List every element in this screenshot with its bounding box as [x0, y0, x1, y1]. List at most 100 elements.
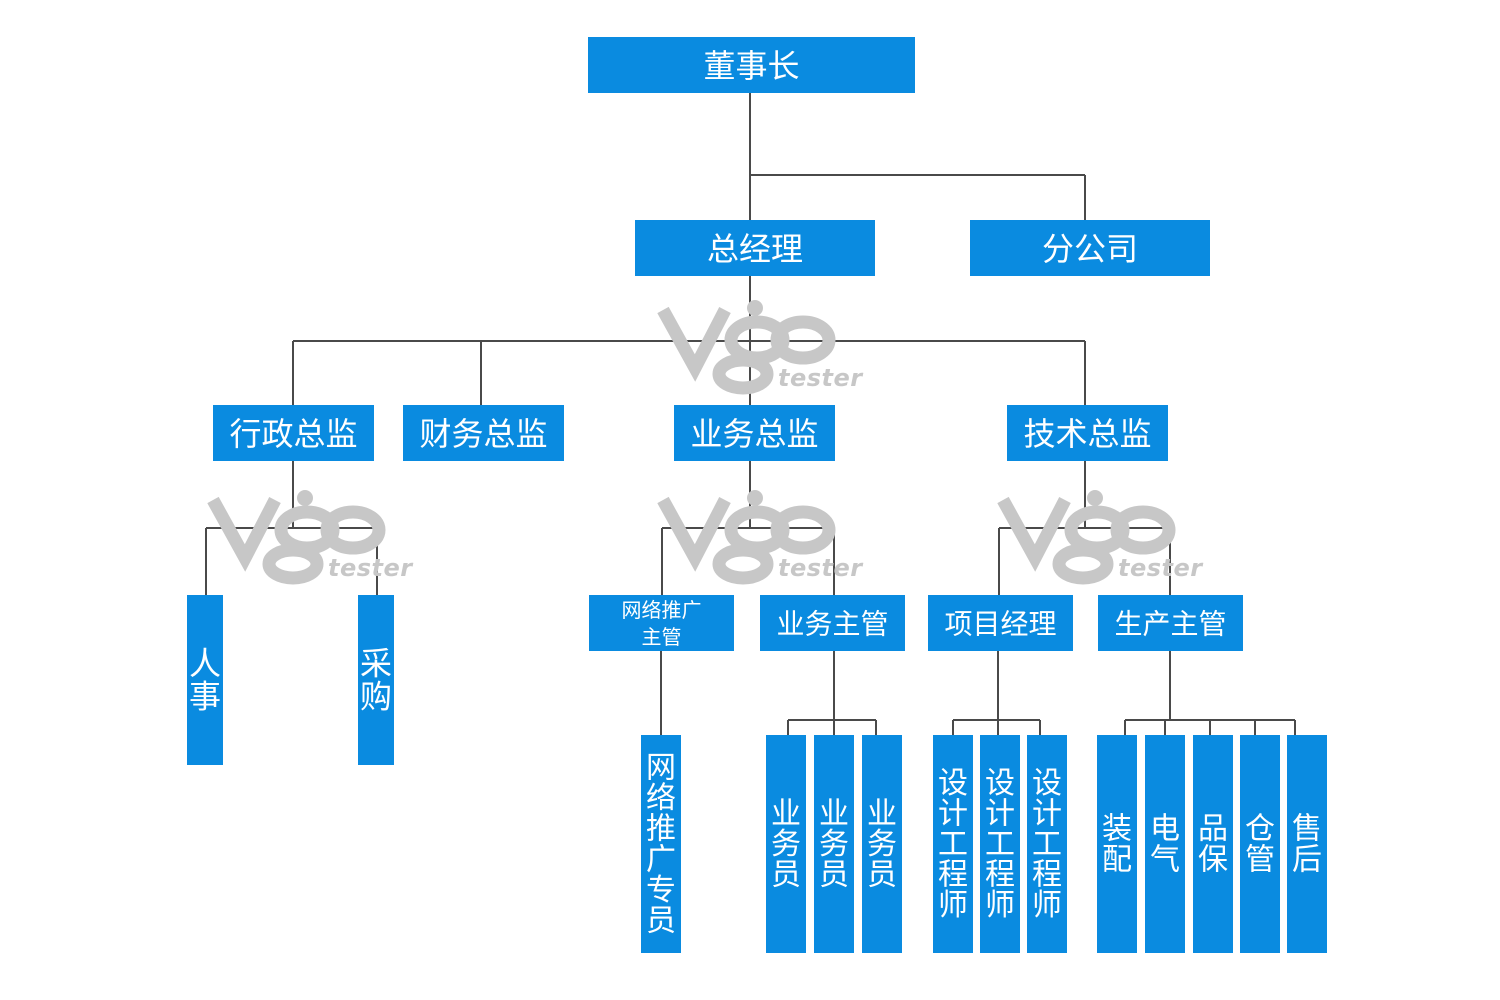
node-tech-director-label: 技术总监 — [1023, 415, 1151, 453]
node-after-sales-box — [1287, 735, 1327, 953]
node-salesperson-1-label: 业务员 — [771, 796, 801, 892]
node-design-engineer-2-label: 设计工程师 — [985, 765, 1015, 922]
node-chairman: 董事长 — [588, 37, 915, 93]
watermark-o-lower — [262, 543, 324, 585]
node-warehouse: 仓管 — [1240, 735, 1280, 953]
node-salesperson-3-box — [862, 735, 902, 953]
node-tech-director: 技术总监 — [1007, 405, 1168, 461]
node-electrical: 电气 — [1145, 735, 1185, 953]
node-admin-director-label: 行政总监 — [229, 415, 357, 453]
watermark-o-right — [770, 505, 836, 555]
node-quality-box — [1193, 735, 1233, 953]
watermark-o-right — [770, 315, 836, 365]
watermarks: tester tester tester tester — [207, 300, 1204, 585]
node-hr-box — [187, 595, 223, 765]
node-design-engineer-3-label: 设计工程师 — [1032, 765, 1062, 922]
node-after-sales-label: 售后 — [1292, 811, 1322, 877]
node-business-manager: 业务主管 — [760, 595, 905, 651]
watermark-v-shape — [997, 496, 1071, 572]
watermark-o-lower — [712, 353, 774, 395]
node-project-manager-label: 项目经理 — [944, 608, 1056, 641]
node-branch-label: 分公司 — [1042, 230, 1138, 268]
node-after-sales: 售后 — [1287, 735, 1327, 953]
node-business-director-label: 业务总监 — [690, 415, 818, 453]
node-business-director-box — [674, 405, 835, 461]
watermark-v-shape — [657, 306, 731, 382]
node-general-manager-box — [635, 220, 875, 276]
node-production-manager: 生产主管 — [1098, 595, 1243, 651]
watermark-text: tester — [1118, 554, 1204, 582]
watermark-logo: tester — [657, 300, 864, 395]
node-design-engineer-2: 设计工程师 — [980, 735, 1020, 953]
watermark-logo: tester — [207, 490, 414, 585]
node-project-manager: 项目经理 — [928, 595, 1073, 651]
node-hr: 人事 — [187, 595, 223, 765]
node-chairman-label: 董事长 — [703, 47, 799, 85]
node-assembly-label: 装配 — [1102, 811, 1132, 877]
node-network-promo-manager-label: 网络推广主管 — [622, 598, 702, 649]
node-chairman-box — [588, 37, 915, 93]
watermark-dot — [747, 300, 763, 316]
node-salesperson-3-label: 业务员 — [867, 796, 897, 892]
watermark-logo: tester — [997, 490, 1204, 585]
node-salesperson-2-label: 业务员 — [819, 796, 849, 892]
node-business-manager-box — [760, 595, 905, 651]
node-purchasing-box — [358, 595, 394, 765]
watermark-o-right — [320, 505, 386, 555]
node-branch: 分公司 — [970, 220, 1210, 276]
node-admin-director: 行政总监 — [213, 405, 374, 461]
watermark-v-shape — [207, 496, 281, 572]
node-electrical-label: 电气 — [1150, 811, 1180, 877]
watermark-text: tester — [328, 554, 414, 582]
node-finance-director: 财务总监 — [403, 405, 564, 461]
node-admin-director-box — [213, 405, 374, 461]
node-design-engineer-1-label: 设计工程师 — [938, 765, 968, 922]
node-finance-director-label: 财务总监 — [419, 415, 547, 453]
node-hr-label: 人事 — [189, 645, 221, 716]
node-quality-label: 品保 — [1198, 811, 1228, 877]
node-business-director: 业务总监 — [674, 405, 835, 461]
node-design-engineer-3-box — [1027, 735, 1067, 953]
watermark-text: tester — [778, 554, 864, 582]
node-salesperson-3: 业务员 — [862, 735, 902, 953]
watermark-o-right — [1110, 505, 1176, 555]
node-salesperson-1: 业务员 — [766, 735, 806, 953]
watermark-dot — [1087, 490, 1103, 506]
node-network-promo-manager: 网络推广主管 — [589, 595, 734, 651]
watermark-dot — [297, 490, 313, 506]
node-network-promo-specialist-box — [641, 735, 681, 953]
node-production-manager-label: 生产主管 — [1114, 608, 1226, 641]
node-production-manager-box — [1098, 595, 1243, 651]
node-electrical-box — [1145, 735, 1185, 953]
watermark-dot — [747, 490, 763, 506]
node-project-manager-box — [928, 595, 1073, 651]
node-design-engineer-1: 设计工程师 — [933, 735, 973, 953]
node-design-engineer-1-box — [933, 735, 973, 953]
watermark-v-shape — [657, 496, 731, 572]
node-salesperson-2-box — [814, 735, 854, 953]
node-warehouse-box — [1240, 735, 1280, 953]
node-network-promo-specialist-label: 网络推广专员 — [646, 750, 676, 938]
node-assembly-box — [1097, 735, 1137, 953]
node-general-manager-label: 总经理 — [707, 230, 803, 268]
node-assembly: 装配 — [1097, 735, 1137, 953]
node-network-promo-specialist: 网络推广专员 — [641, 735, 681, 953]
node-warehouse-label: 仓管 — [1245, 811, 1275, 877]
watermark-text: tester — [778, 364, 864, 392]
watermark-logo: tester — [657, 490, 864, 585]
node-finance-director-box — [403, 405, 564, 461]
node-branch-box — [970, 220, 1210, 276]
node-general-manager: 总经理 — [635, 220, 875, 276]
node-quality: 品保 — [1193, 735, 1233, 953]
node-design-engineer-3: 设计工程师 — [1027, 735, 1067, 953]
node-tech-director-box — [1007, 405, 1168, 461]
node-network-promo-manager-box — [589, 595, 734, 651]
node-business-manager-label: 业务主管 — [776, 608, 888, 641]
node-purchasing: 采购 — [358, 595, 394, 765]
node-salesperson-1-box — [766, 735, 806, 953]
watermark-o-lower — [1052, 543, 1114, 585]
node-design-engineer-2-box — [980, 735, 1020, 953]
node-purchasing-label: 采购 — [360, 645, 392, 716]
